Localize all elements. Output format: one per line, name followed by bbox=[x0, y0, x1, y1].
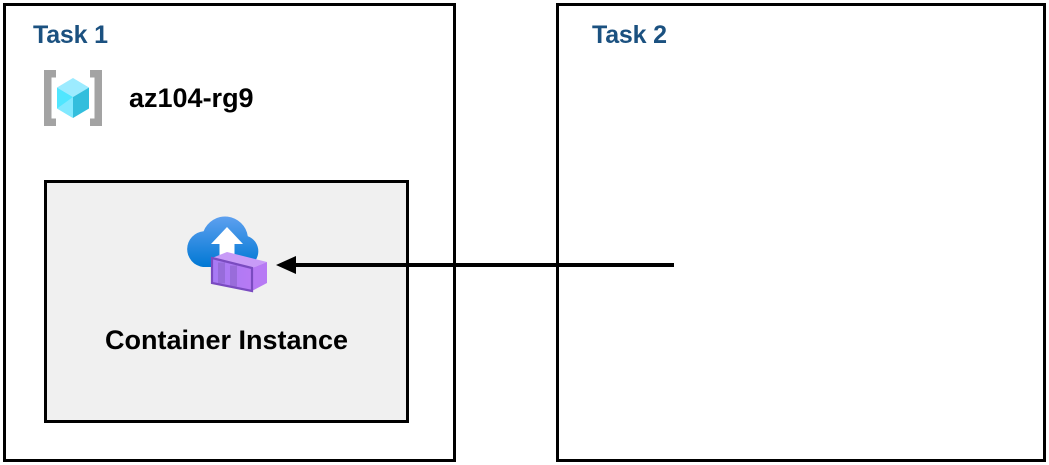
azure-container-instance-icon bbox=[186, 216, 267, 293]
resource-group-label: az104-rg9 bbox=[129, 82, 254, 113]
resource-group-row: az104-rg9 bbox=[37, 62, 254, 134]
task-panel-2: Task 2 Test and verify bbox=[556, 3, 1046, 462]
task-2-title: Task 2 bbox=[592, 21, 667, 49]
task-1-title: Task 1 bbox=[33, 21, 108, 49]
container-instance-label: Container Instance bbox=[104, 325, 349, 355]
container-instance-box: Container Instance bbox=[44, 180, 409, 423]
azure-resource-group-icon bbox=[44, 70, 102, 126]
task-panel-1: Task 1 az104-rg9 bbox=[3, 3, 456, 462]
